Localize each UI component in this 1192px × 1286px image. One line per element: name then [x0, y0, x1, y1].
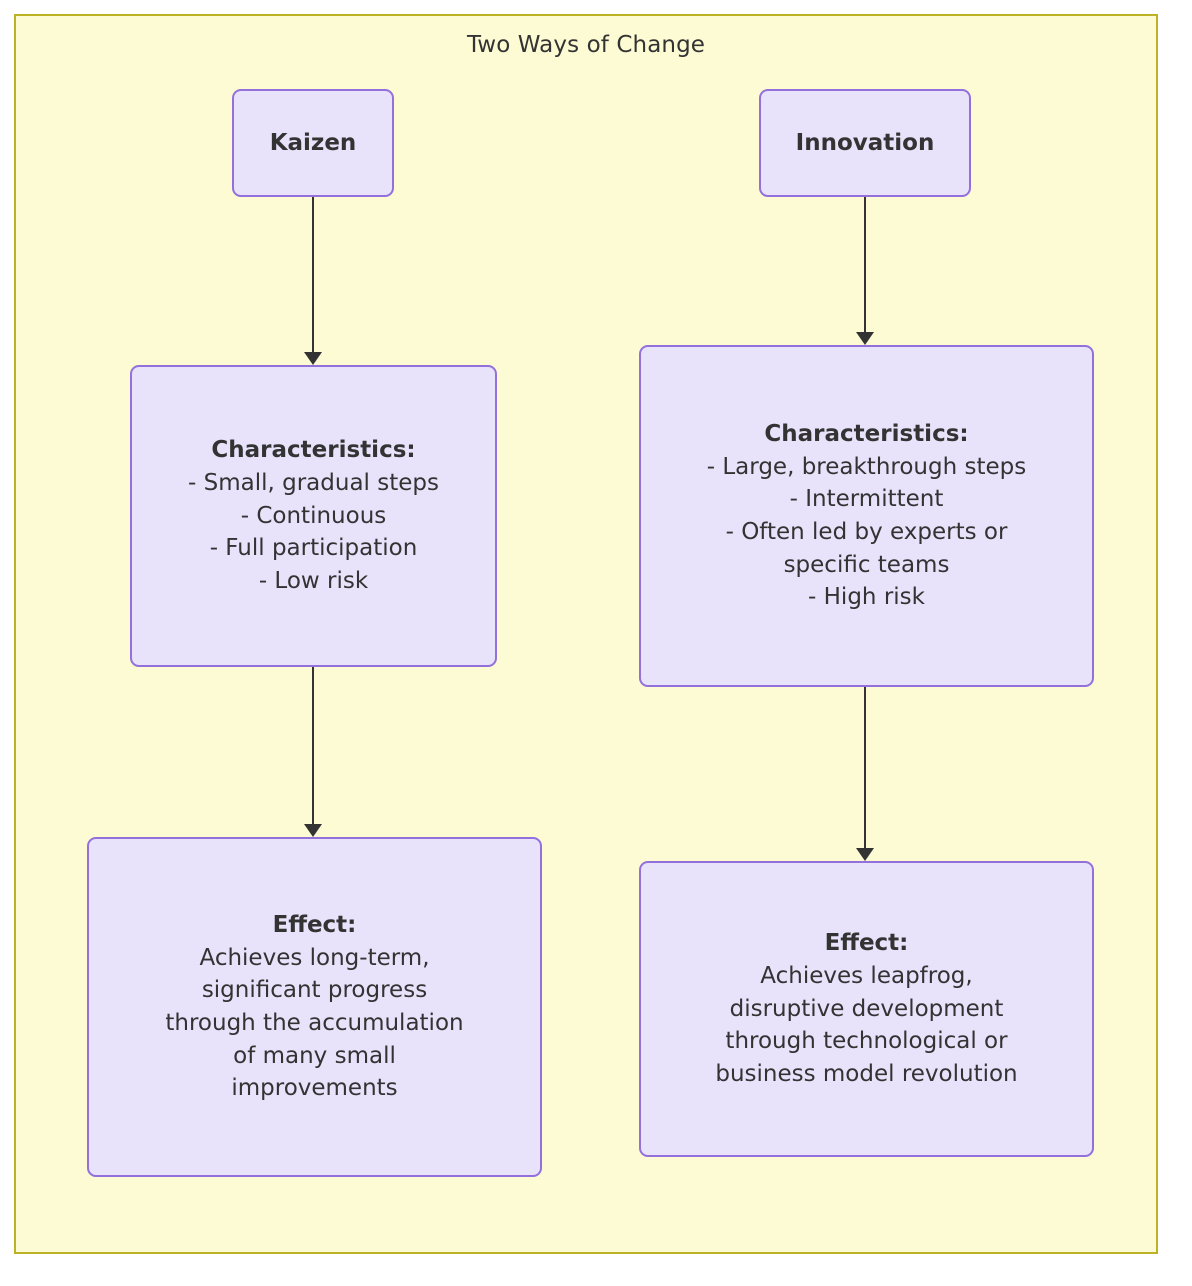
innovation-characteristics-line: - Often led by experts or	[725, 519, 1008, 545]
kaizen-characteristics-line: - Small, gradual steps	[188, 470, 439, 497]
edge-innovation-to-characteristics	[864, 197, 866, 332]
kaizen-effect-line: through the accumulation	[165, 1010, 464, 1036]
arrowhead-icon	[304, 824, 322, 837]
diagram-frame: Two Ways of Change Kaizen Characteristic…	[14, 14, 1158, 1254]
arrowhead-icon	[856, 848, 874, 861]
kaizen-characteristics-line: - Continuous	[240, 502, 387, 529]
innovation-characteristics-line: - Large, breakthrough steps	[706, 453, 1027, 480]
innovation-effect-line: through technological or	[725, 1028, 1008, 1055]
arrowhead-icon	[856, 332, 874, 345]
innovation-characteristics-heading: Characteristics:	[764, 421, 969, 448]
innovation-effect-heading: Effect:	[824, 930, 909, 957]
innovation-characteristics-line: - Intermittent	[789, 486, 944, 513]
innovation-characteristics-line: specific teams	[783, 551, 950, 578]
edge-kaizen-to-characteristics	[312, 197, 314, 352]
node-innovation-label: Innovation	[795, 130, 935, 156]
node-kaizen-label: Kaizen	[269, 130, 357, 156]
node-kaizen-effect[interactable]: Effect: Achieves long-term, significant …	[87, 837, 542, 1177]
node-innovation[interactable]: Innovation	[759, 89, 971, 197]
kaizen-effect-heading: Effect:	[272, 912, 357, 939]
node-innovation-characteristics[interactable]: Characteristics: - Large, breakthrough s…	[639, 345, 1094, 687]
node-innovation-effect[interactable]: Effect: Achieves leapfrog, disruptive de…	[639, 861, 1094, 1157]
innovation-effect-line: Achieves leapfrog,	[760, 963, 973, 990]
kaizen-characteristics-heading: Characteristics:	[211, 437, 416, 464]
kaizen-characteristics-line: - Full participation	[209, 535, 418, 562]
kaizen-effect-line: Achieves long-term,	[199, 944, 430, 971]
arrowhead-icon	[304, 352, 322, 365]
innovation-effect-line: disruptive development	[729, 995, 1004, 1022]
kaizen-effect-line: improvements	[231, 1075, 398, 1102]
node-kaizen-characteristics[interactable]: Characteristics: - Small, gradual steps …	[130, 365, 497, 667]
kaizen-effect-line: of many small	[233, 1042, 396, 1069]
edge-kaizen-characteristics-to-effect	[312, 667, 314, 824]
kaizen-effect-line: significant progress	[201, 977, 428, 1004]
edge-innovation-characteristics-to-effect	[864, 687, 866, 848]
kaizen-characteristics-line: - Low risk	[258, 567, 369, 594]
node-kaizen[interactable]: Kaizen	[232, 89, 394, 197]
innovation-characteristics-line: - High risk	[808, 584, 925, 611]
diagram-title: Two Ways of Change	[466, 32, 706, 58]
innovation-effect-line: business model revolution	[715, 1060, 1018, 1087]
